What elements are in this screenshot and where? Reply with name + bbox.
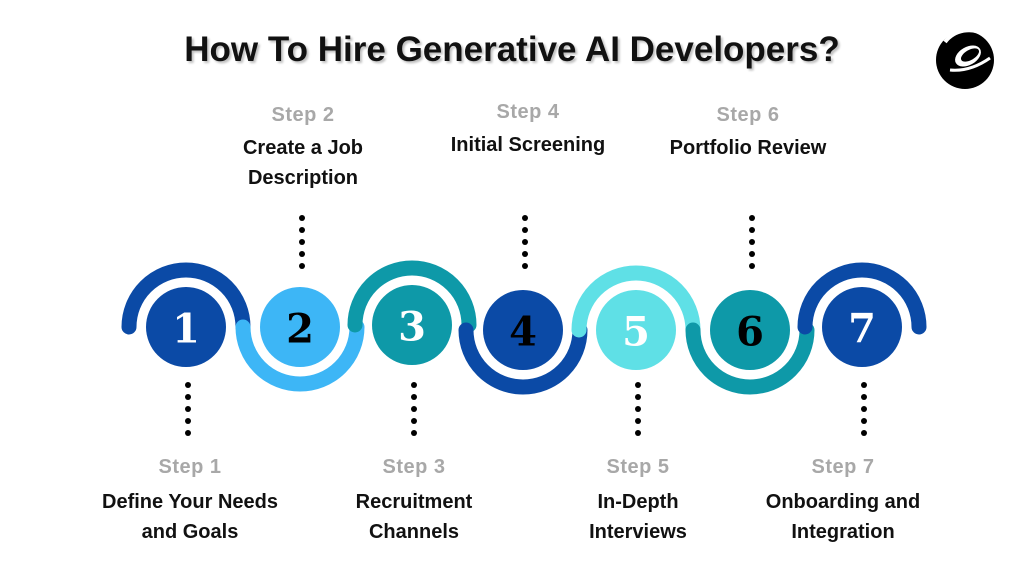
dot xyxy=(411,394,417,400)
dot xyxy=(861,394,867,400)
step-circle xyxy=(260,287,340,367)
dot xyxy=(299,227,305,233)
dot xyxy=(411,382,417,388)
step-6-block: Step 6 Portfolio Review xyxy=(638,104,858,163)
step-title: Onboarding and xyxy=(765,491,921,513)
dot xyxy=(861,430,867,436)
dot xyxy=(522,263,528,269)
dot xyxy=(299,251,305,257)
step-circle xyxy=(146,287,226,367)
dot xyxy=(749,251,755,257)
step-label: Step 2 xyxy=(271,104,335,126)
step-title: Interviews xyxy=(589,521,687,543)
step-number: 7 xyxy=(848,306,876,353)
step-title: Channels xyxy=(368,521,460,543)
dot xyxy=(861,418,867,424)
dot xyxy=(185,430,191,436)
dot xyxy=(299,215,305,221)
step-title: Define Your Needs xyxy=(102,491,278,513)
step-title: Recruitment xyxy=(355,491,473,513)
step-title: Integration xyxy=(791,521,895,543)
dot xyxy=(185,382,191,388)
step-label: Step 5 xyxy=(606,456,670,478)
step-number: 4 xyxy=(509,309,537,356)
wave-arc xyxy=(571,265,701,338)
wave-arc xyxy=(121,262,251,335)
dot xyxy=(185,406,191,412)
dot xyxy=(411,418,417,424)
dot xyxy=(299,239,305,245)
dot xyxy=(635,406,641,412)
step-title: Create a Job xyxy=(242,137,364,159)
step-circle xyxy=(483,290,563,370)
dot xyxy=(635,382,641,388)
wave-arc xyxy=(235,319,365,392)
step-number: 1 xyxy=(172,306,200,353)
dot xyxy=(299,263,305,269)
step-label: Step 7 xyxy=(811,456,875,478)
dot xyxy=(749,227,755,233)
dot xyxy=(522,215,528,221)
dot xyxy=(635,394,641,400)
dot xyxy=(522,251,528,257)
dot xyxy=(522,227,528,233)
step-4-block: Step 4 Initial Screening xyxy=(418,101,638,160)
step-title: Initial Screening xyxy=(450,134,606,156)
step-number: 5 xyxy=(622,309,650,356)
step-circle xyxy=(710,290,790,370)
dot xyxy=(861,406,867,412)
dot xyxy=(861,382,867,388)
step-circle xyxy=(372,285,452,365)
step-title: In-Depth xyxy=(597,491,679,513)
logo-icon xyxy=(936,28,994,89)
dot xyxy=(522,239,528,245)
step-label: Step 1 xyxy=(158,456,222,478)
dot xyxy=(749,263,755,269)
step-1-block: Step 1 Define Your Needs and Goals xyxy=(80,456,300,547)
step-title: Description xyxy=(247,167,359,189)
step-number: 6 xyxy=(736,309,764,356)
dot xyxy=(749,239,755,245)
step-number: 3 xyxy=(398,304,426,351)
dot xyxy=(185,418,191,424)
dot xyxy=(635,430,641,436)
step-number: 2 xyxy=(286,306,314,353)
wave-arc xyxy=(347,260,477,333)
wave-arc xyxy=(685,322,815,395)
dot xyxy=(635,418,641,424)
page-title: How To Hire Generative AI Developers? xyxy=(184,30,840,69)
dot xyxy=(411,430,417,436)
dot xyxy=(411,406,417,412)
dot xyxy=(185,394,191,400)
dot xyxy=(749,215,755,221)
step-circle xyxy=(596,290,676,370)
wave-arc xyxy=(797,262,927,335)
step-title: and Goals xyxy=(141,521,239,543)
wave-arc xyxy=(458,322,588,395)
step-label: Step 6 xyxy=(716,104,780,126)
step-circle xyxy=(822,287,902,367)
step-title: Portfolio Review xyxy=(669,137,827,159)
step-label: Step 4 xyxy=(496,101,560,123)
step-label: Step 3 xyxy=(382,456,446,478)
